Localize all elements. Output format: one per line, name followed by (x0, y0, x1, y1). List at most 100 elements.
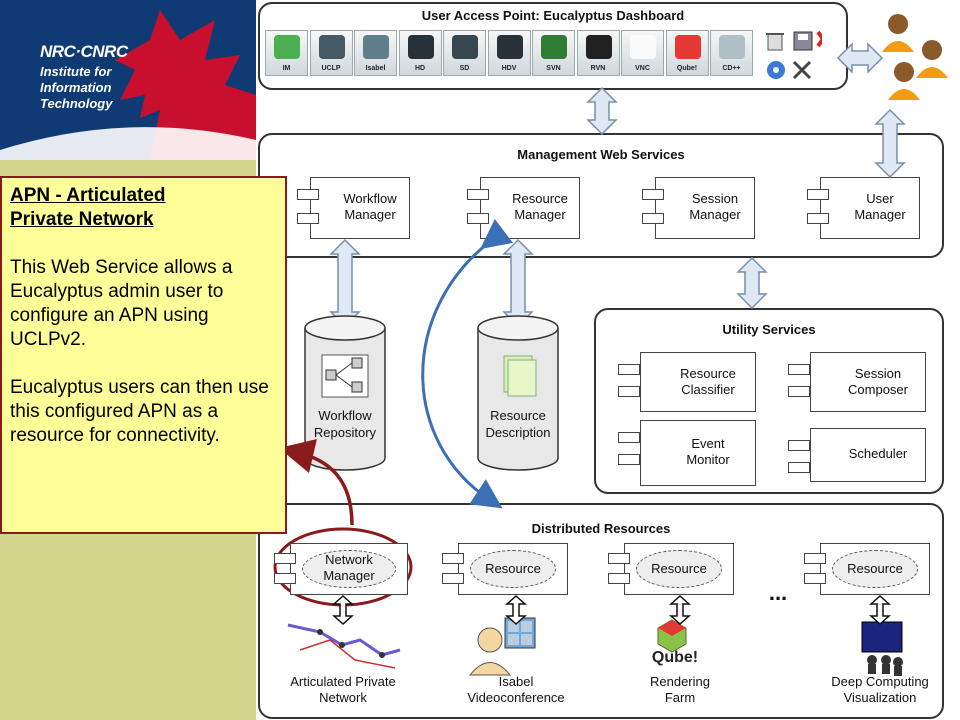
note-title-1: APN - Articulated (10, 185, 166, 206)
network-manager-link-arrow (332, 595, 354, 625)
users-icon (882, 14, 948, 100)
dashboard-side-tools (766, 30, 822, 80)
scheduler-port-1 (788, 462, 810, 473)
session-composer-label-line1: Session (854, 366, 902, 381)
rendering-resource-caption-2: Farm (664, 690, 696, 705)
workflow-repository-label-2: Repository (314, 425, 377, 440)
isabel-resource-port-0 (442, 553, 464, 564)
session-manager-label-line1: Session (691, 191, 739, 206)
workflow-manager-label-line1: Workflow (343, 191, 397, 206)
utility-title: Utility Services (722, 322, 816, 337)
event-monitor (640, 420, 756, 486)
toolbar-icon-hd (407, 35, 434, 59)
trash-icon[interactable] (766, 33, 784, 51)
visualization-resource-caption-2: Visualization (843, 690, 917, 705)
network-manager-port-0 (274, 553, 296, 564)
network-manager-caption-2: Network (319, 690, 367, 705)
toolbar-icon-hdv (496, 35, 523, 59)
distributed-panel: Distributed Resources (258, 503, 944, 719)
session-composer-port-0 (788, 364, 810, 375)
toolbar-button-qube[interactable]: Qube! (665, 30, 709, 76)
toolbar-button-cd[interactable]: CD++ (710, 30, 753, 76)
toolbar-button-rvn[interactable]: RVN (576, 30, 620, 76)
rendering-resource-port-1 (608, 573, 630, 584)
scheduler (810, 428, 926, 482)
nrc-logo-panel: NRC·CNRC Institute for Information Techn… (0, 0, 256, 160)
workflow-manager-port-0 (297, 189, 319, 200)
resource-description-cylinder (477, 315, 559, 471)
toolbar-button-label: HD (414, 65, 426, 72)
toolbar-button-isabel[interactable]: Isabel (354, 30, 397, 76)
toolbar-button-svn[interactable]: SVN (532, 30, 575, 76)
network-manager-node-label-1: Network (325, 552, 373, 567)
user-manager-label-line1: User (866, 191, 894, 206)
tools-icon[interactable] (792, 60, 812, 80)
rendering-resource-caption-1: Rendering (650, 674, 710, 689)
session-manager-label-line2: Manager (689, 207, 741, 222)
toolbar-button-sd[interactable]: SD (443, 30, 486, 76)
toolbar-button-uclp[interactable]: UCLP (309, 30, 353, 76)
toolbar-icon-vnc (630, 35, 656, 59)
network-manager-port-1 (274, 573, 296, 584)
videoconference-icon (468, 617, 536, 676)
toolbar-icon-sd (452, 35, 478, 59)
resource-description-label-2: Description (485, 425, 550, 440)
rendering-resource-port-0 (608, 553, 630, 564)
toolbar-button-im[interactable]: IM (265, 30, 308, 76)
toolbar-button-hdv[interactable]: HDV (487, 30, 531, 76)
toolbar-button-vnc[interactable]: VNC (621, 30, 664, 76)
resource-classifier-label-line1: Resource (680, 366, 736, 381)
network-manager-node (302, 550, 396, 588)
user-manager-port-1 (807, 213, 829, 224)
close-icon[interactable] (816, 30, 822, 48)
visualization-resource-link-arrow (869, 595, 891, 625)
user-manager (820, 177, 920, 239)
logo-brand: NRC·CNRC (40, 42, 128, 61)
resource-classifier-port-1 (618, 386, 640, 397)
toolbar-icon-uclp (318, 35, 345, 59)
qube-logo-icon: Qube! (652, 619, 698, 666)
visualization-resource-caption-1: Deep Computing (831, 674, 929, 689)
isabel-resource-caption-2: Videoconference (467, 690, 565, 705)
logo-line3: Technology (40, 96, 113, 111)
toolbar-button-label: RVN (590, 65, 606, 72)
logo-line2: Information (40, 80, 112, 95)
toolbar-icon-qube (674, 35, 701, 59)
session-manager (655, 177, 755, 239)
management-utility-arrow (736, 256, 768, 310)
visualization-resource-node-label: Resource (832, 561, 918, 577)
apn-note-callout: APN - Articulated Private Network This W… (0, 176, 287, 534)
resource-manager-label-line2: Manager (514, 207, 566, 222)
dashboard-management-arrow (586, 86, 618, 136)
user-manager-label-line2: Manager (854, 207, 906, 222)
resource-description-label-1: Resource (490, 408, 546, 423)
more-resources-ellipsis: ... (769, 580, 787, 605)
toolbar-icon-cd (719, 35, 745, 59)
toolbar-button-hd[interactable]: HD (398, 30, 442, 76)
resource-manager-description-arrow (502, 238, 534, 328)
note-pointer-arrow (278, 438, 354, 526)
resource-manager-link (421, 218, 514, 509)
toolbar-icon-im (274, 35, 300, 59)
gear-icon[interactable] (767, 61, 785, 79)
toolbar-button-label: VNC (635, 65, 650, 72)
user-manager-users-arrow (874, 108, 906, 179)
toolbar-button-label: UCLP (321, 65, 341, 72)
scheduler-label: Scheduler (830, 446, 926, 462)
maple-leaf-icon (0, 10, 256, 160)
dashboard-title: User Access Point: Eucalyptus Dashboard (421, 8, 685, 23)
rendering-resource-node-label: Resource (636, 561, 722, 577)
isabel-resource-node (470, 550, 556, 588)
resource-classifier-label-line2: Classifier (681, 382, 735, 397)
save-icon[interactable] (793, 31, 813, 51)
note-paragraph-2: Eucalyptus users can then use this confi… (10, 377, 269, 446)
workflow-manager-label-line2: Manager (344, 207, 396, 222)
session-composer-label-line2: Composer (848, 382, 908, 397)
